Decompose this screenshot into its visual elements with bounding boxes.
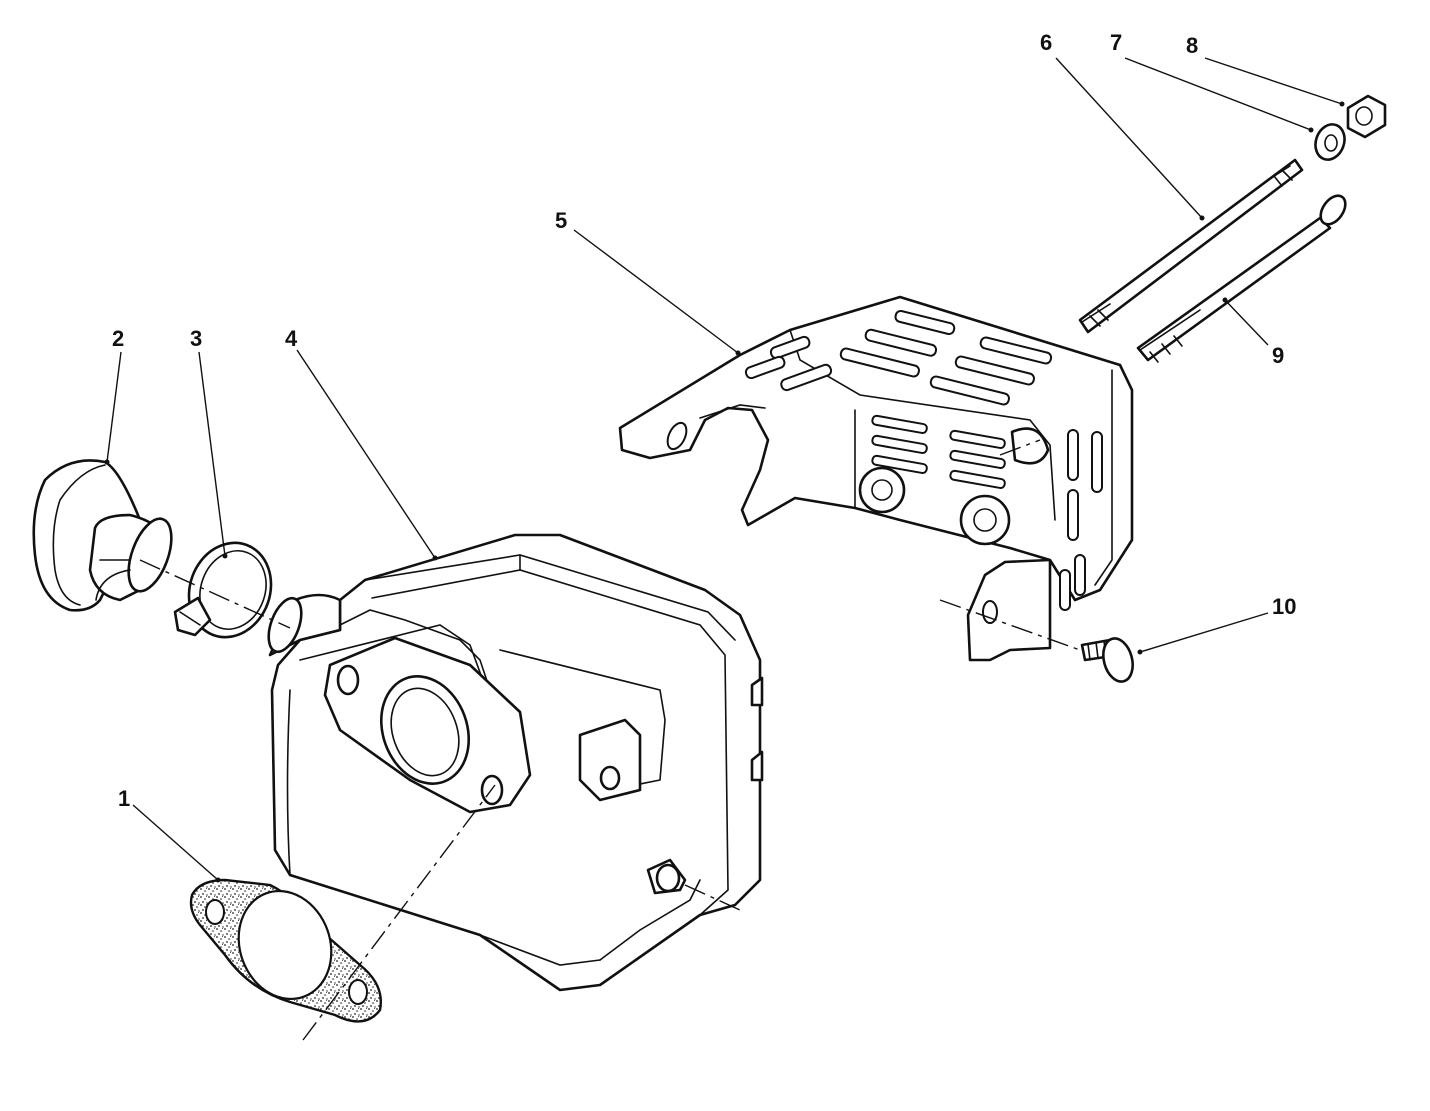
screw-part — [1080, 637, 1134, 683]
callout-8: 8 — [1186, 33, 1198, 58]
heat-shield-part — [618, 295, 1134, 662]
callout-5: 5 — [555, 208, 567, 233]
gasket-part — [189, 878, 382, 1023]
washer-part — [1314, 123, 1346, 161]
leader-lines — [104, 57, 1345, 883]
center-lines — [139, 439, 1081, 1041]
callout-3: 3 — [190, 326, 202, 351]
nut-part — [1346, 94, 1387, 139]
clamp-part — [173, 541, 273, 639]
callout-6: 6 — [1040, 30, 1052, 55]
callout-9: 9 — [1272, 343, 1284, 368]
callout-labels: 1 2 3 4 5 6 7 8 9 10 — [112, 30, 1296, 811]
callout-4: 4 — [285, 326, 298, 351]
muffler-body-part — [267, 533, 764, 992]
deflector-part — [32, 459, 173, 612]
callout-2: 2 — [112, 326, 124, 351]
callout-1: 1 — [118, 786, 130, 811]
callout-10: 10 — [1272, 594, 1296, 619]
callout-7: 7 — [1110, 30, 1122, 55]
stud-part — [1078, 158, 1304, 334]
bolt-part — [1136, 194, 1347, 363]
